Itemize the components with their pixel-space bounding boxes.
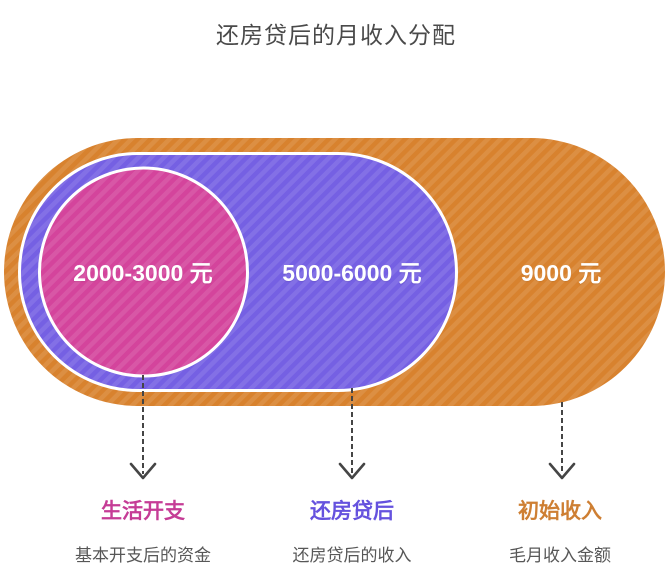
legend-title-initial-income: 初始收入 [518, 500, 602, 523]
legend-desc-initial-income: 毛月收入金额 [509, 546, 611, 565]
arrow-living-expense [129, 375, 157, 480]
value-label-after-mortgage: 5000-6000 元 [282, 260, 422, 286]
legend-initial-income: 初始收入 毛月收入金额 [509, 495, 611, 566]
value-label-living-expense: 2000-3000 元 [73, 260, 213, 286]
legend-title-after-mortgage: 还房贷后 [310, 500, 394, 523]
arrow-after-mortgage [338, 388, 366, 480]
legend-after-mortgage: 还房贷后 还房贷后的收入 [293, 495, 412, 566]
arrow-initial-income [548, 402, 576, 480]
page-title: 还房贷后的月收入分配 [216, 22, 456, 48]
legend-desc-after-mortgage: 还房贷后的收入 [292, 546, 412, 565]
legend-title-living-expense: 生活开支 [101, 500, 185, 523]
value-label-initial-income: 9000 元 [520, 260, 602, 286]
legend-living-expense: 生活开支 基本开支后的资金 [75, 495, 211, 566]
legend-desc-living-expense: 基本开支后的资金 [75, 546, 211, 565]
